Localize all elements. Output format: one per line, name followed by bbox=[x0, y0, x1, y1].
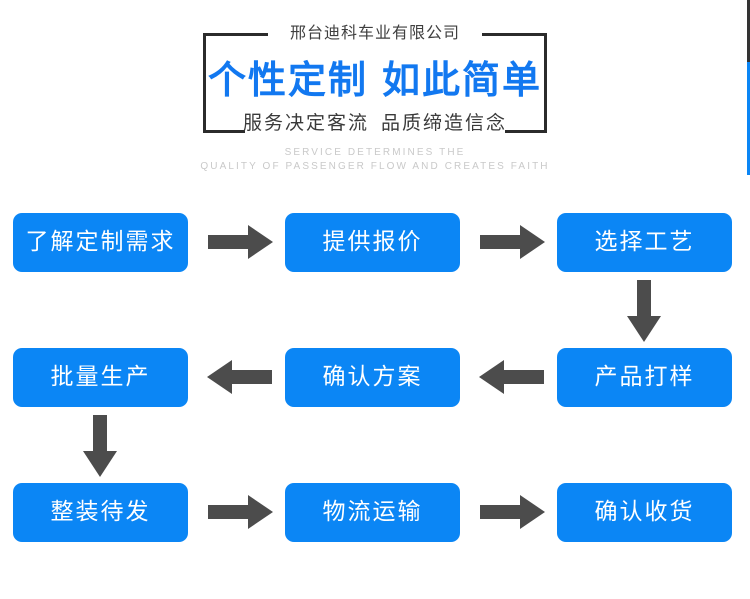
arrow-shaft bbox=[232, 370, 272, 384]
bracket-top-left-line bbox=[203, 33, 268, 36]
bracket-bottom-right-line bbox=[505, 130, 547, 133]
subtitle: 服务决定客流品质缔造信念 bbox=[0, 111, 750, 135]
english-tagline-line-1: SERVICE DETERMINES THE bbox=[284, 147, 466, 158]
arrow-right-icon bbox=[478, 495, 546, 529]
headline: 个性定制如此简单 bbox=[0, 57, 750, 103]
bracket-top-right-line bbox=[482, 33, 547, 36]
arrow-shaft bbox=[480, 505, 520, 519]
subtitle-part-1: 服务决定客流 bbox=[242, 112, 369, 134]
flow-node-step-7[interactable]: 整装待发 bbox=[13, 483, 188, 542]
arrow-left-icon bbox=[478, 360, 546, 394]
arrow-down-icon bbox=[627, 280, 661, 342]
arrow-shaft bbox=[208, 505, 248, 519]
headline-part-1: 个性定制 bbox=[207, 58, 368, 102]
flow-node-step-8[interactable]: 物流运输 bbox=[285, 483, 460, 542]
flow-node-step-3[interactable]: 选择工艺 bbox=[557, 213, 732, 272]
arrow-head bbox=[248, 225, 273, 259]
bracket-bottom-left-line bbox=[203, 130, 245, 133]
arrow-shaft bbox=[504, 370, 544, 384]
decorative-bracket-frame bbox=[203, 33, 547, 133]
arrow-head bbox=[207, 360, 232, 394]
flow-node-step-1[interactable]: 了解定制需求 bbox=[13, 213, 188, 272]
arrow-shaft bbox=[93, 415, 107, 453]
subtitle-part-2: 品质缔造信念 bbox=[381, 112, 508, 134]
header-banner: 邢台迪科车业有限公司 个性定制如此简单 服务决定客流品质缔造信念 SERVICE… bbox=[0, 0, 750, 196]
bracket-right-line bbox=[544, 33, 547, 133]
arrow-shaft bbox=[637, 280, 651, 318]
flow-node-step-2[interactable]: 提供报价 bbox=[285, 213, 460, 272]
flow-node-step-5[interactable]: 确认方案 bbox=[285, 348, 460, 407]
company-name: 邢台迪科车业有限公司 bbox=[289, 23, 460, 42]
arrow-head bbox=[83, 451, 117, 477]
arrow-shaft bbox=[208, 235, 248, 249]
flow-node-step-9[interactable]: 确认收货 bbox=[557, 483, 732, 542]
arrow-down-icon bbox=[83, 415, 117, 477]
arrow-head bbox=[520, 495, 545, 529]
english-tagline-line-2: QUALITY OF PASSENGER FLOW AND CREATES FA… bbox=[200, 161, 550, 172]
flow-node-step-6[interactable]: 批量生产 bbox=[13, 348, 188, 407]
arrow-right-icon bbox=[206, 495, 274, 529]
right-edge-blue-border bbox=[747, 62, 750, 175]
arrow-right-icon bbox=[478, 225, 546, 259]
bracket-left-line bbox=[203, 33, 206, 133]
arrow-right-icon bbox=[206, 225, 274, 259]
arrow-shaft bbox=[480, 235, 520, 249]
arrow-head bbox=[479, 360, 504, 394]
arrow-head bbox=[520, 225, 545, 259]
process-flow-diagram: 了解定制需求 提供报价 选择工艺 批量生产 确认方案 产品打样 bbox=[0, 196, 750, 599]
right-edge-dark-border bbox=[747, 0, 750, 62]
flow-node-step-4[interactable]: 产品打样 bbox=[557, 348, 732, 407]
arrow-head bbox=[248, 495, 273, 529]
arrow-head bbox=[627, 316, 661, 342]
arrow-left-icon bbox=[206, 360, 274, 394]
headline-part-2: 如此简单 bbox=[382, 58, 543, 102]
